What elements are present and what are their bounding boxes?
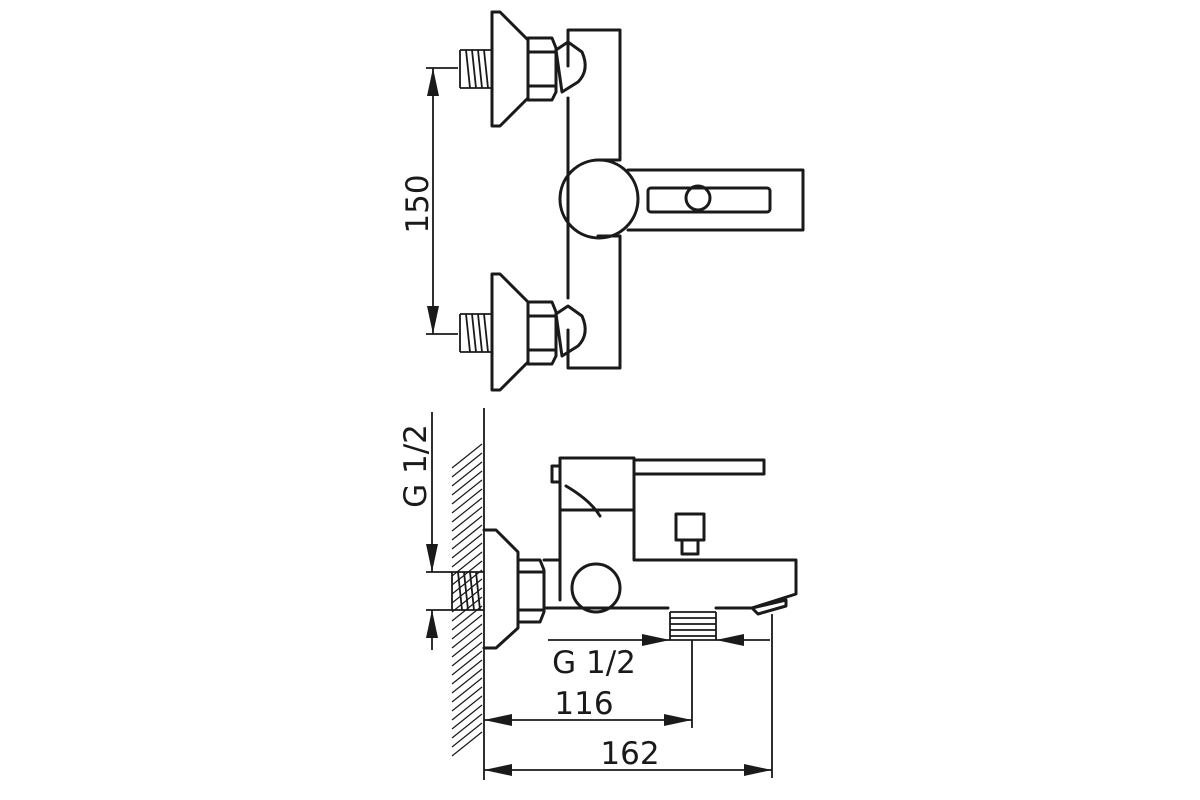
diverter-knob [674, 512, 706, 542]
lower-nut [526, 300, 558, 366]
hatch-line [451, 623, 483, 649]
dimension-162: 162 [484, 614, 773, 778]
side-inlet-thread [451, 571, 484, 611]
hatch-line [451, 650, 483, 676]
dim-label-150: 150 [400, 174, 436, 233]
upper-nut [526, 36, 558, 102]
lever-pin-top [684, 184, 712, 212]
dim-label-162: 162 [600, 736, 659, 772]
hatch-line [451, 479, 483, 505]
hatch-line [451, 713, 483, 739]
hatch-line [451, 632, 483, 658]
spout-outlet [750, 598, 788, 616]
hatch-line [451, 668, 483, 694]
diverter-stem [680, 538, 700, 556]
hatch-line [451, 470, 483, 496]
dim-arrow-up [427, 68, 439, 96]
dimension-outlet-thread: G 1/2 [548, 634, 770, 681]
lever-top [646, 186, 772, 214]
dim-label-116: 116 [554, 686, 613, 722]
lower-thread [459, 313, 492, 353]
upper-connector [554, 40, 587, 94]
hatch-line [451, 497, 483, 523]
hatch-line [451, 524, 483, 550]
hatch-line [451, 722, 483, 748]
side-view: G 1/2 G 1/2 116 162 [398, 408, 798, 780]
hatch-line [451, 614, 483, 640]
dimension-116: 116 [484, 640, 693, 728]
dimension-150: 150 [400, 67, 458, 335]
hatch-line [451, 488, 483, 514]
hatch-line [451, 533, 483, 559]
lower-flange [490, 272, 530, 392]
dim-label-outlet-thread: G 1/2 [552, 645, 636, 681]
side-lever-housing [558, 456, 636, 518]
upper-inlet [459, 10, 587, 128]
hatch-line [451, 659, 483, 685]
side-nut [516, 558, 546, 624]
lower-inlet [459, 272, 587, 392]
side-cartridge [570, 562, 622, 614]
hatch-line [451, 443, 483, 469]
dim-arrow-down [427, 306, 439, 334]
spout-top [626, 168, 805, 232]
hatch-line [451, 731, 483, 757]
lever-end [550, 464, 562, 484]
hatch-line [451, 686, 483, 712]
hatch-line [451, 506, 483, 532]
side-flange [482, 528, 520, 650]
side-lever [632, 458, 766, 476]
hatch-line [451, 704, 483, 730]
hatch-line [451, 695, 483, 721]
side-body [542, 508, 798, 610]
hatch-line [451, 677, 483, 703]
hatch-line [451, 515, 483, 541]
mixer-body-top [566, 28, 622, 370]
upper-thread [459, 49, 492, 89]
hatch-line [451, 560, 483, 586]
outlet-thread [669, 611, 717, 641]
hatch-line [451, 542, 483, 568]
dim-label-inlet-thread: G 1/2 [398, 424, 434, 508]
upper-flange [490, 10, 530, 128]
hatch-line [451, 461, 483, 487]
cartridge-cap-top [558, 158, 640, 240]
lower-connector [554, 304, 587, 358]
hatch-line [451, 452, 483, 478]
dimension-inlet-thread: G 1/2 [398, 412, 452, 650]
top-view: 150 [400, 10, 805, 392]
hatch-line [451, 641, 483, 667]
